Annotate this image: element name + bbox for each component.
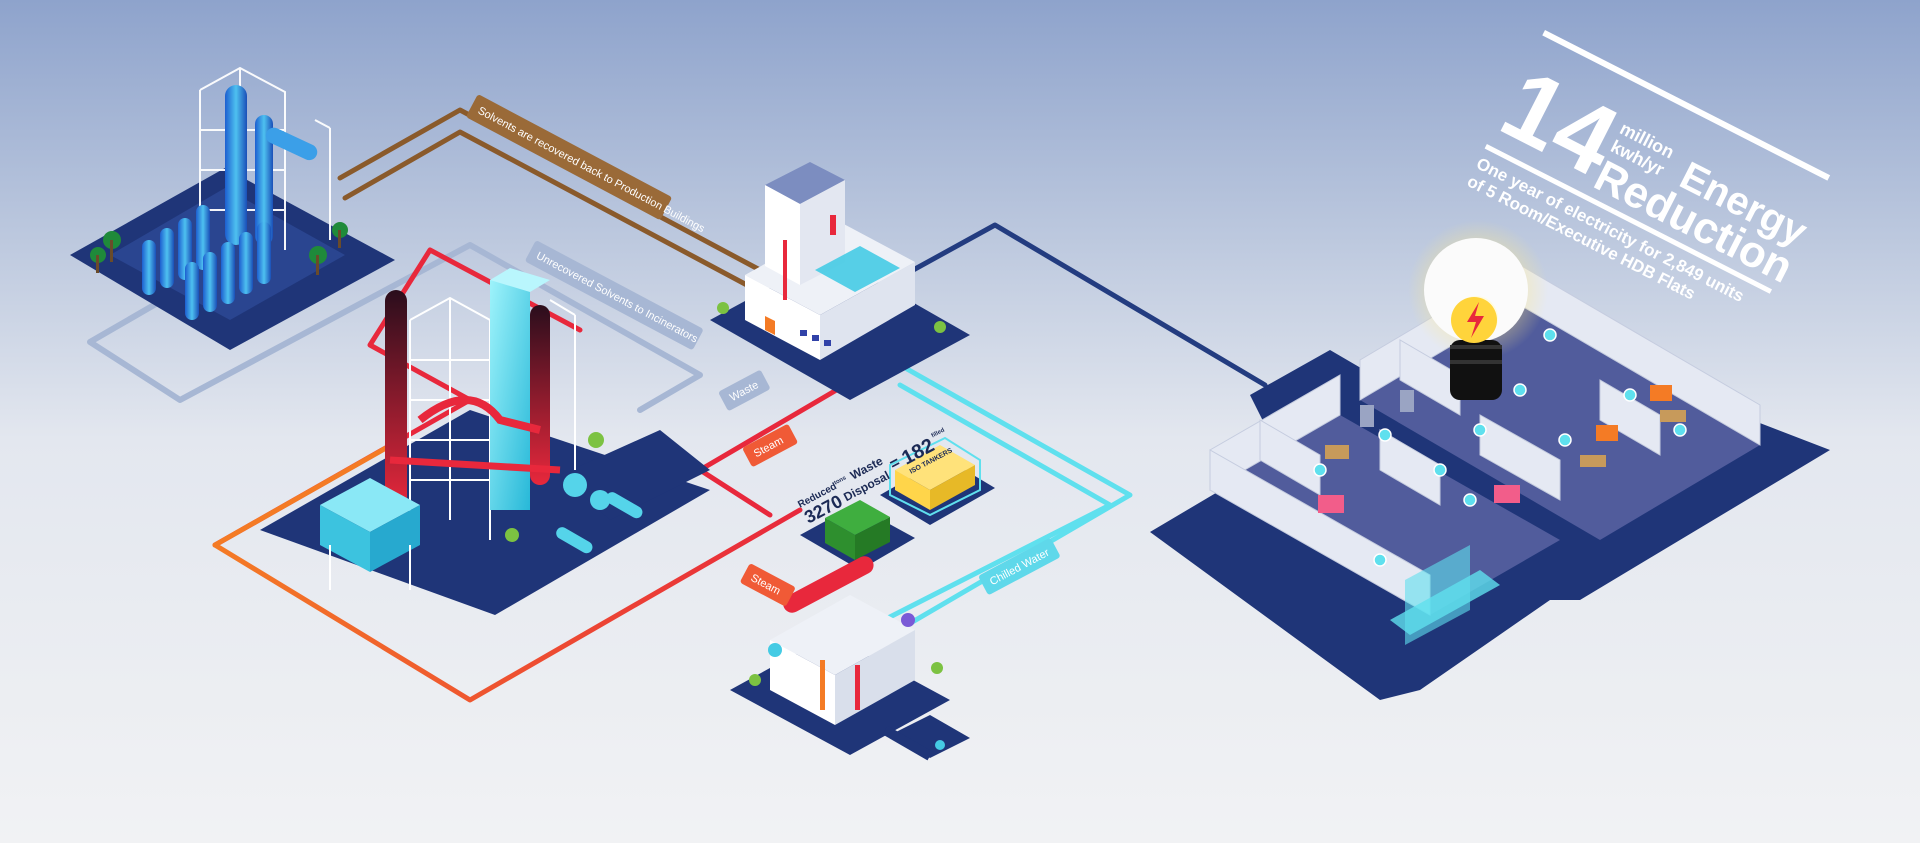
- flat-walls: [1209, 264, 1761, 616]
- recovery-column-array: [142, 205, 271, 320]
- shower-glass: [1390, 545, 1500, 645]
- pipe-chilled-water: [877, 362, 1133, 638]
- tag-solvents-recovered-text: Solvents are recovered back to Productio…: [476, 105, 707, 236]
- tag-waste: Waste: [719, 370, 770, 411]
- light-bulb-icon: [1408, 220, 1548, 400]
- chiller-unit: [730, 556, 970, 761]
- pipe-unrecovered-solvents: [87, 242, 703, 413]
- palm-tree-icon: [90, 222, 348, 275]
- tag-unrecovered-solvents: Unrecovered Solvents to Incinerators: [525, 241, 703, 350]
- pipe-power-line: [892, 222, 1268, 388]
- waste-stat-tons: tons: [833, 475, 848, 487]
- skip-bin: [800, 500, 915, 570]
- shrub-icon: [505, 432, 604, 542]
- lightning-bolt-icon: [1467, 302, 1484, 338]
- flat-furniture: [1318, 385, 1686, 513]
- incinerator-plant: [260, 268, 710, 615]
- tag-steam-lower: Steam: [740, 564, 795, 606]
- iso-tanker: [880, 436, 995, 525]
- hdb-flat-cutaway: [1150, 220, 1830, 700]
- pipe-fittings: [556, 473, 643, 554]
- tag-solvents-recovered: Solvents are recovered back to Productio…: [466, 95, 707, 236]
- quench-tank: [320, 478, 420, 590]
- ceiling-lights: [1313, 328, 1687, 567]
- recovery-tower-plant: [70, 66, 395, 350]
- central-building: [710, 162, 970, 400]
